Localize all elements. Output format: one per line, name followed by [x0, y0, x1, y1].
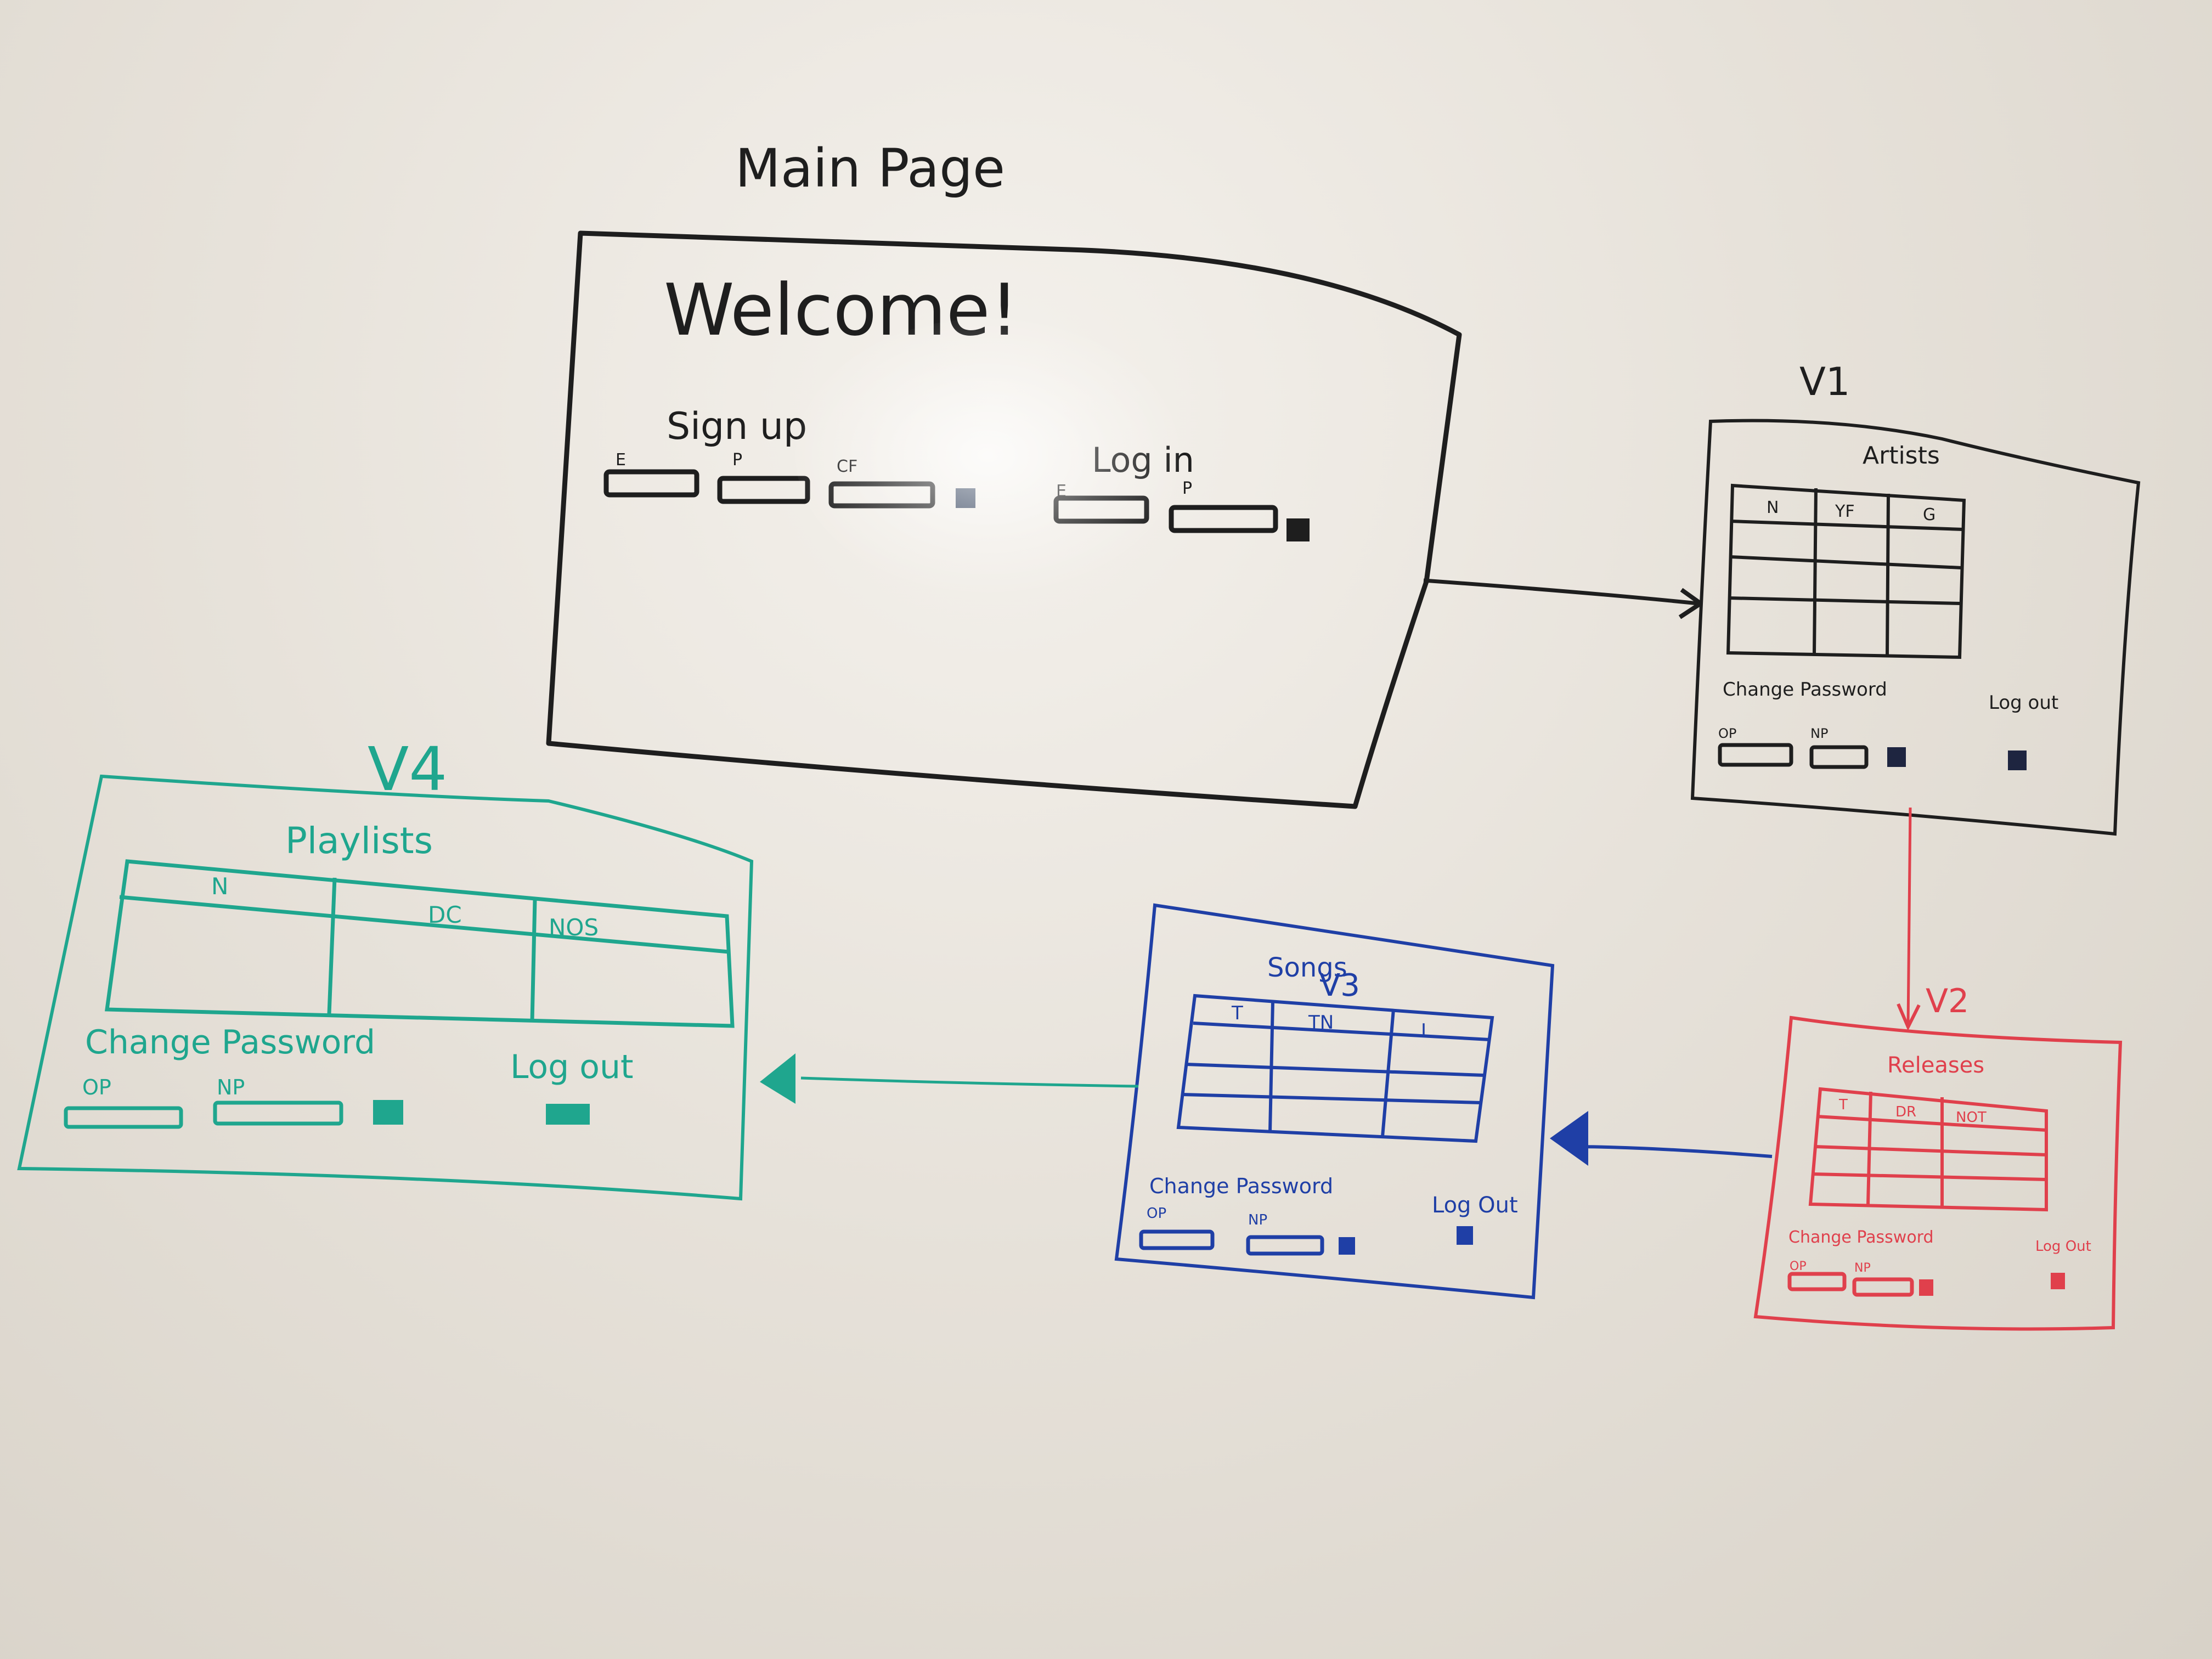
v2-logout: Log Out	[2035, 1238, 2091, 1255]
v3-col-length: L	[1421, 1020, 1431, 1042]
arrow-main-to-v1	[1423, 578, 1703, 619]
v2-col-number-of-tracks: NOT	[1956, 1109, 1987, 1126]
v2-releases-screen: V2 Releases T DR NOT Change Password Log…	[1753, 982, 2123, 1331]
signup-password-label: P	[732, 450, 742, 470]
v1-col-year-formed: YF	[1835, 502, 1855, 521]
v1-label: V1	[1799, 359, 1850, 404]
v1-table	[1726, 483, 1966, 659]
v3-col-track-number: TN	[1308, 1012, 1334, 1034]
v4-change-password-button[interactable]	[373, 1100, 403, 1125]
login-password-label: P	[1182, 479, 1192, 498]
v3-new-password-label: NP	[1248, 1212, 1267, 1228]
arrow-v3-to-v4	[760, 1053, 1139, 1104]
v1-old-password-label: OP	[1718, 726, 1736, 741]
login-label: Log in	[1092, 440, 1194, 480]
v1-col-name: N	[1767, 498, 1779, 517]
v3-change-password-button[interactable]	[1339, 1237, 1355, 1255]
v1-change-password: Change Password	[1723, 679, 1887, 701]
v2-title: Releases	[1887, 1053, 1984, 1078]
v1-old-password-input[interactable]	[1718, 743, 1793, 767]
login-submit-button[interactable]	[1286, 518, 1310, 541]
v1-logout-button[interactable]	[2008, 751, 2027, 770]
v4-frame	[17, 774, 754, 1201]
v3-logout-button[interactable]	[1457, 1226, 1473, 1245]
v2-logout-button[interactable]	[2051, 1273, 2065, 1289]
v3-frame	[1114, 903, 1555, 1300]
v1-title: Artists	[1863, 442, 1940, 470]
signup-password-input[interactable]	[717, 476, 810, 504]
v3-old-password-input[interactable]	[1139, 1229, 1215, 1250]
v3-label: V3	[1319, 968, 1360, 1003]
login-password-input[interactable]	[1169, 505, 1278, 533]
arrow-v2-to-v3	[1550, 1111, 1773, 1166]
v4-col-number-of-songs: NOS	[549, 914, 599, 941]
v2-old-password-input[interactable]	[1787, 1272, 1847, 1291]
v1-change-password-button[interactable]	[1887, 747, 1906, 767]
v2-new-password-label: NP	[1854, 1261, 1871, 1275]
v4-old-password-label: OP	[82, 1075, 111, 1099]
v2-col-title: T	[1838, 1097, 1848, 1113]
v4-title: Playlists	[285, 820, 433, 862]
v1-logout: Log out	[1989, 692, 2058, 714]
v4-logout-button[interactable]	[546, 1104, 590, 1125]
v3-col-title: T	[1231, 1002, 1243, 1024]
v2-col-date-released: DR	[1895, 1104, 1916, 1120]
v4-logout: Log out	[510, 1048, 634, 1086]
login-email-input[interactable]	[1053, 495, 1149, 524]
main-page-screen: Main Page Welcome! Sign up E P CF Log in…	[546, 138, 1462, 809]
signup-submit-button[interactable]	[956, 488, 975, 508]
arrow-v1-to-v2	[1897, 807, 1921, 1031]
signup-confirm-label: CF	[837, 457, 857, 476]
signup-confirm-input[interactable]	[828, 481, 935, 509]
main-page-frame	[546, 230, 1462, 809]
v4-old-password-input[interactable]	[64, 1106, 183, 1129]
v3-old-password-label: OP	[1147, 1205, 1166, 1222]
signup-email-input[interactable]	[603, 469, 699, 498]
v2-change-password-button[interactable]	[1919, 1279, 1933, 1296]
signup-email-label: E	[616, 450, 626, 470]
v2-label: V2	[1926, 982, 1969, 1020]
v1-frame	[1690, 419, 2141, 836]
v3-change-password: Change Password	[1149, 1174, 1333, 1198]
v1-col-genre: G	[1923, 505, 1936, 524]
v1-artists-screen: V1 Artists N YF G Change Password Log ou…	[1690, 359, 2141, 836]
v4-change-password: Change Password	[85, 1023, 375, 1062]
v3-new-password-input[interactable]	[1246, 1235, 1324, 1256]
v4-table	[105, 859, 735, 1028]
welcome-text: Welcome!	[664, 268, 1019, 352]
v4-col-date-created: DC	[428, 901, 462, 928]
v2-new-password-input[interactable]	[1852, 1277, 1914, 1297]
v3-logout: Log Out	[1432, 1193, 1518, 1218]
v4-new-password-input[interactable]	[213, 1101, 343, 1126]
v4-playlists-screen: V4 Playlists N DC NOS Change Password Lo…	[17, 734, 754, 1201]
v2-change-password: Change Password	[1788, 1228, 1934, 1247]
v3-title: Songs	[1267, 952, 1347, 983]
v3-table	[1176, 994, 1494, 1143]
v1-new-password-input[interactable]	[1809, 745, 1869, 769]
v2-table	[1808, 1087, 2048, 1212]
main-page-heading: Main Page	[735, 138, 1005, 199]
signup-label: Sign up	[667, 405, 807, 448]
v4-col-name: N	[211, 873, 228, 900]
v4-new-password-label: NP	[217, 1075, 245, 1099]
v2-frame	[1753, 1015, 2123, 1331]
v2-old-password-label: OP	[1790, 1260, 1807, 1273]
v1-new-password-label: NP	[1810, 726, 1828, 741]
v3-songs-screen: V3 Songs T TN L Change Password Log Out …	[1114, 903, 1555, 1300]
